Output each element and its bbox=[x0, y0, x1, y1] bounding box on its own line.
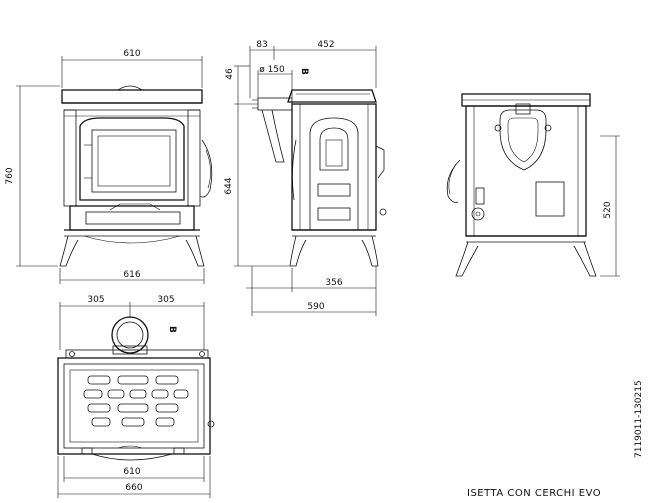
section-marker-side: B bbox=[299, 68, 309, 75]
rear-view bbox=[446, 93, 620, 277]
front-view bbox=[16, 56, 213, 284]
side-base-depth-label: 356 bbox=[325, 278, 342, 288]
side-view bbox=[234, 46, 387, 316]
top-outer-width-label: 660 bbox=[125, 483, 142, 493]
side-flue-offset-label: 83 bbox=[256, 40, 267, 50]
side-flue-diameter-label: ø 150 bbox=[259, 65, 285, 75]
side-flue-height-label: 46 bbox=[225, 68, 235, 80]
drawing-code: 7119011-130215 bbox=[634, 380, 644, 458]
front-height-label: 760 bbox=[5, 167, 15, 184]
side-total-depth-label: 590 bbox=[307, 302, 324, 312]
front-width-top-label: 610 bbox=[123, 49, 140, 59]
drawing-title: ISETTA CON CERCHI EVO bbox=[467, 488, 601, 499]
top-half-left-label: 305 bbox=[87, 295, 104, 305]
rear-flue-height-label: 520 bbox=[603, 201, 613, 218]
front-width-bottom-label: 616 bbox=[123, 270, 140, 280]
top-half-right-label: 305 bbox=[157, 295, 174, 305]
side-flue-axis-height-label: 644 bbox=[224, 177, 234, 194]
top-view bbox=[57, 302, 215, 498]
top-inner-width-label: 610 bbox=[123, 467, 140, 477]
section-marker-top: B bbox=[167, 326, 177, 333]
side-depth-top-label: 452 bbox=[317, 40, 334, 50]
